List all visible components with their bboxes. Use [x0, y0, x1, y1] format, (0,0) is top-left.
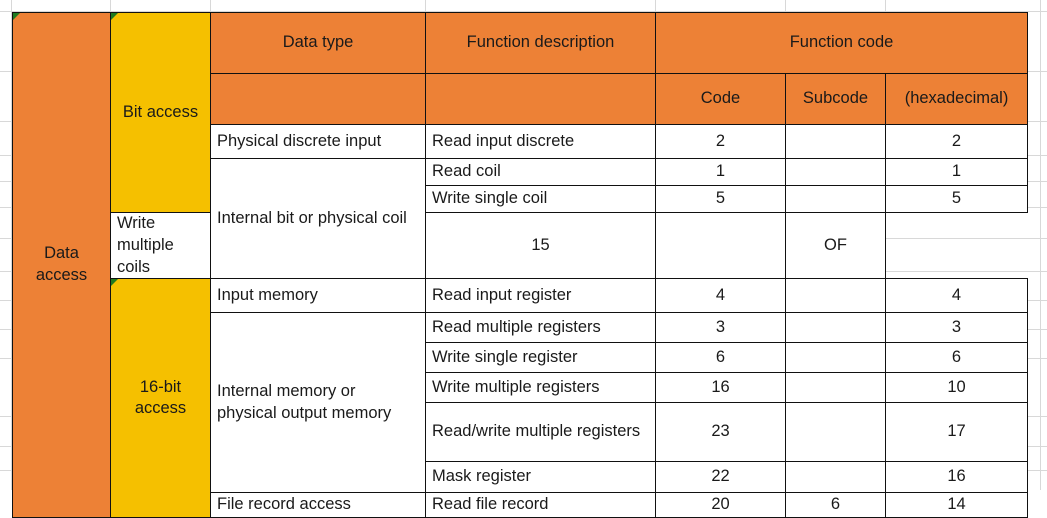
header-function-description: Function description: [425, 12, 656, 74]
header-data-type: Data type: [210, 12, 426, 74]
cell-function-description: Read multiple registers: [425, 312, 656, 344]
table-row: Write single register 6 6: [13, 342, 1029, 374]
cell-code: 6: [655, 342, 786, 374]
header-data-type-subblank: [210, 73, 426, 125]
cell-subcode: [785, 342, 886, 374]
cell-code: 15: [425, 211, 656, 280]
cell-subcode: [785, 372, 886, 404]
modbus-function-code-table: Data access Bit access Data type Functio…: [12, 11, 1029, 518]
table-row: Write multiple registers 16 10: [13, 372, 1029, 404]
header-code: Code: [655, 73, 786, 125]
table-row: Internal memory or physical output memor…: [13, 312, 1029, 494]
header-hexadecimal: (hexadecimal): [884, 73, 1029, 125]
cell-code: 1: [655, 158, 786, 186]
cell-subcode: [785, 124, 886, 159]
cell-hexadecimal: 10: [884, 372, 1029, 404]
cell-code: 3: [655, 312, 786, 344]
cell-code: 5: [655, 185, 786, 213]
table-row: Physical discrete input Read input discr…: [13, 124, 1029, 159]
cell-hexadecimal: 6: [884, 342, 1029, 374]
cell-code: 16: [655, 372, 786, 404]
cell-function-description: Write multiple registers: [425, 372, 656, 404]
cell-hexadecimal: 14: [884, 492, 1029, 518]
cell-hexadecimal: 5: [884, 185, 1029, 213]
cell-code: 22: [655, 461, 786, 494]
cell-data-access-category: Data access: [12, 11, 111, 518]
header-function-description-subblank: [425, 73, 656, 125]
category-label-line1: Data: [44, 244, 79, 263]
cell-function-description: Write single register: [425, 342, 656, 374]
cell-code: 4: [655, 278, 786, 314]
category-label-line2: access: [35, 266, 88, 285]
header-function-code: Function code: [654, 12, 1029, 74]
cell-data-type-input-memory: Input memory: [210, 278, 426, 314]
cell-function-description: Read coil: [425, 158, 656, 186]
cell-bit-access-group: Bit access: [110, 12, 211, 213]
table-row: Mask register 22 16: [13, 461, 1029, 494]
table-row: 16-bit access Input memory Read input re…: [13, 278, 1029, 518]
header-subcode: Subcode: [785, 73, 886, 125]
cell-hexadecimal: OF: [785, 211, 886, 280]
table-header-row-1: Data access Bit access Data type Functio…: [12, 11, 1029, 518]
cell-subcode: [785, 278, 886, 314]
table-row: Write single coil 5 5: [13, 185, 1029, 213]
access-group-label-line1: 16-bit: [139, 377, 182, 396]
cell-function-description: Write multiple coils: [110, 211, 211, 280]
cell-data-type-physical-discrete-input: Physical discrete input: [210, 124, 426, 159]
table-row: Write multiple coils 15 OF: [13, 211, 1028, 280]
table-header-row-2: Code Subcode (hexadecimal): [13, 73, 1029, 125]
cell-subcode: [785, 312, 886, 344]
cell-hexadecimal: 16: [884, 461, 1029, 494]
cell-16bit-access-group: 16-bit access: [110, 278, 211, 518]
cell-subcode: [655, 211, 786, 280]
cell-hexadecimal: 4: [884, 278, 1029, 314]
table-row: Read/write multiple registers 23 17: [13, 402, 1029, 463]
cell-subcode: [785, 402, 886, 463]
cell-data-type-internal-bit-or-physical-coil: Internal bit or physical coil: [210, 157, 426, 280]
cell-function-description: Read input discrete: [425, 124, 656, 159]
cell-hexadecimal: 17: [884, 402, 1029, 463]
cell-subcode: [785, 185, 886, 213]
cell-code: 20: [655, 492, 786, 518]
cell-code: 23: [655, 402, 786, 463]
cell-hexadecimal: 2: [884, 124, 1029, 159]
cell-subcode: [785, 461, 886, 494]
cell-function-description: Write single coil: [425, 185, 656, 213]
cell-function-description: Read/write multiple registers: [425, 402, 656, 463]
cell-hexadecimal: 1: [884, 158, 1029, 186]
access-group-label-line2: access: [134, 399, 187, 418]
cell-subcode: [785, 158, 886, 186]
cell-hexadecimal: 3: [884, 312, 1029, 344]
cell-code: 2: [655, 124, 786, 159]
cell-function-description: Read file record: [425, 492, 656, 518]
cell-data-type-file-record-access: File record access: [210, 492, 426, 518]
cell-function-description: Mask register: [425, 461, 656, 494]
cell-data-type-internal-memory-or-physical-output-memory: Internal memory or physical output memor…: [210, 312, 426, 494]
cell-subcode: 6: [785, 492, 886, 518]
cell-function-description: Read input register: [425, 278, 656, 314]
